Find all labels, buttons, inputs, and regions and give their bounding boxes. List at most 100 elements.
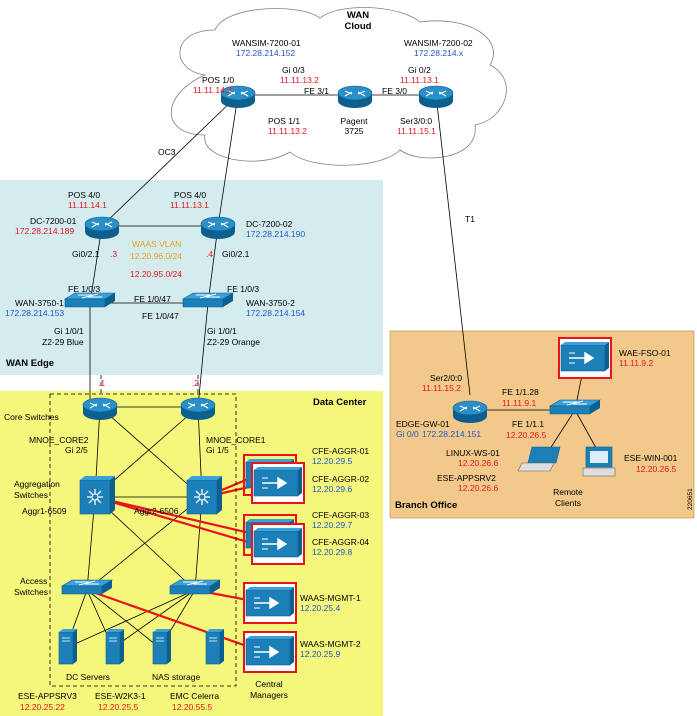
dc-servers-label: DC Servers (66, 672, 110, 682)
wan1-ip: 172.28.214.153 (5, 308, 64, 318)
router-core1-icon (180, 397, 216, 421)
switch-access-right-icon (169, 579, 221, 595)
laptop-linux-ws-01-icon (517, 446, 561, 472)
core2-name: MNOE_CORE2 (29, 435, 89, 445)
wae-waas-mgmt-1-icon (243, 582, 297, 624)
dc01-if-name: Gi0/2.1 (72, 249, 100, 259)
dc01-if-ip: .3 (110, 249, 117, 259)
dc02-pos-ip: 11.11.13.1 (170, 200, 209, 210)
fe31-label: FE 3/1 (304, 86, 329, 96)
gi02-ip: 11.11.13.1 (400, 75, 439, 85)
core2-if: Gi 2/5 (65, 445, 88, 455)
wae-fso-ip: 11.11.9.2 (619, 358, 653, 368)
server2-name: ESE-W2K3-1 (95, 691, 146, 701)
access-label-line2: Switches (14, 587, 48, 597)
dc02-ip: 172.28.214.190 (246, 229, 305, 239)
server3-name: EMC Celerra (170, 691, 219, 701)
wae-cfe-aggr-02-icon (251, 462, 305, 504)
aggr2-label: Aggr2-6506 (134, 506, 179, 516)
wan-cloud-title-line2: Cloud (345, 21, 372, 32)
central-managers-line1: Central (255, 679, 283, 689)
gi03-name: Gi 0/3 (282, 65, 305, 75)
aggregation-label-line1: Aggregation (14, 479, 60, 489)
wae-fso-01-icon (558, 337, 612, 379)
wan1-name: WAN-3750-1 (15, 298, 64, 308)
datacenter-dashed-boundary (49, 393, 237, 687)
fe111-name: FE 1/1.1 (512, 419, 544, 429)
server1-ip: 12.20.25.22 (20, 702, 65, 712)
wan1-if-line2: Z2-29 Blue (42, 337, 84, 347)
waas-vlan-name: WAAS VLAN (132, 239, 181, 249)
mgmt2-name: WAAS-MGMT-2 (300, 639, 361, 649)
wan2-if-line1: Gi 1/0/1 (207, 326, 237, 336)
cfe1-ip: 12.20.29.5 (312, 456, 352, 466)
wan-cloud-title-line1: WAN (347, 10, 369, 21)
router-pagent-icon (337, 85, 373, 109)
appsrv2-ip: 12.20.26.6 (458, 483, 498, 493)
server3-ip: 12.20.55.5 (172, 702, 212, 712)
fe1128-ip: 11.11.9.1 (502, 398, 536, 408)
mgmt1-ip: 12.20.25.4 (300, 603, 340, 613)
core1-name: MNOE_CORE1 (206, 435, 266, 445)
router-wansim-7200-02-icon (418, 85, 454, 109)
fe1128-name: FE 1/1.28 (502, 387, 539, 397)
switch-aggr2-icon (186, 475, 223, 515)
server-ese-w2k3-1-icon (105, 628, 125, 665)
server2-ip: 12.20.25.5 (98, 702, 138, 712)
server-emc-celerra-icon (152, 628, 172, 665)
link-dot2: .2 (192, 378, 199, 388)
router-dc-7200-02-icon (200, 216, 236, 240)
t1-label: T1 (465, 214, 475, 224)
server-ese-appsrv3-icon (58, 628, 78, 665)
pagent-label-line1: Pagent (341, 116, 369, 126)
desktop-ese-win-001-icon (582, 446, 616, 477)
pos10-name: POS 1/0 (202, 75, 234, 85)
wan1-if-line1: Gi 1/0/1 (54, 326, 84, 336)
pagent-label-line2: 3725 (345, 126, 364, 136)
win-ip: 12.20.26.5 (636, 464, 676, 474)
appsrv2-name: ESE-APPSRV2 (437, 473, 496, 483)
dc01-name: DC-7200-01 (30, 216, 77, 226)
switch-wan-3750-2-icon (182, 292, 234, 308)
branch-office-title: Branch Office (395, 500, 457, 511)
ser200-ip: 11.11.15.2 (422, 383, 461, 393)
dc02-if-ip: .4 (206, 249, 213, 259)
ser300-name: Ser3/0:0 (400, 116, 432, 126)
ser200-name: Ser2/0:0 (430, 373, 462, 383)
dc02-pos-name: POS 4/0 (174, 190, 206, 200)
edge-gw-name: EDGE-GW-01 (396, 419, 450, 429)
server1-name: ESE-APPSRV3 (18, 691, 77, 701)
linux-ws-ip: 12.20.26.6 (458, 458, 498, 468)
linux-ws-name: LINUX-WS-01 (446, 448, 500, 458)
data-center-title: Data Center (313, 397, 367, 408)
wansim2-name: WANSIM-7200-02 (404, 38, 473, 48)
core-switches-label: Core Switches (4, 412, 59, 422)
aggregation-label-line2: Switches (14, 490, 48, 500)
server-nas-icon (205, 628, 225, 665)
mgmt1-name: WAAS-MGMT-1 (300, 593, 361, 603)
waas-vlan-ip: 12.20.96.0/24 (130, 251, 182, 261)
pos11-ip: 11.11.13.2 (268, 126, 307, 136)
central-managers-line2: Managers (250, 690, 288, 700)
wan-edge-zone (0, 180, 383, 375)
pos10-ip: 11.11.14.2 (193, 85, 232, 95)
fe103-left: FE 1/0/3 (68, 284, 100, 294)
wae-cfe-aggr-04-icon (251, 523, 305, 565)
dc02-if-name: Gi0/2.1 (222, 249, 250, 259)
remote-clients-line2: Clients (555, 498, 581, 508)
nas-storage-label: NAS storage (152, 672, 200, 682)
win-name: ESE-WIN-001 (624, 453, 678, 463)
access-label-line1: Access (20, 576, 47, 586)
cfe4-name: CFE-AGGR-04 (312, 537, 369, 547)
wan2-ip: 172.28.214.154 (246, 308, 305, 318)
gi03-ip: 11.11.13.2 (280, 75, 319, 85)
fe1047-bottom: FE 1/0/47 (142, 311, 179, 321)
cfe3-name: CFE-AGGR-03 (312, 510, 369, 520)
cfe1-name: CFE-AGGR-01 (312, 446, 369, 456)
branch-office-zone (389, 330, 695, 519)
router-edge-gw-01-icon (452, 400, 488, 424)
cfe3-ip: 12.20.29.7 (312, 520, 352, 530)
dc02-name: DC-7200-02 (246, 219, 293, 229)
cfe2-name: CFE-AGGR-02 (312, 474, 369, 484)
